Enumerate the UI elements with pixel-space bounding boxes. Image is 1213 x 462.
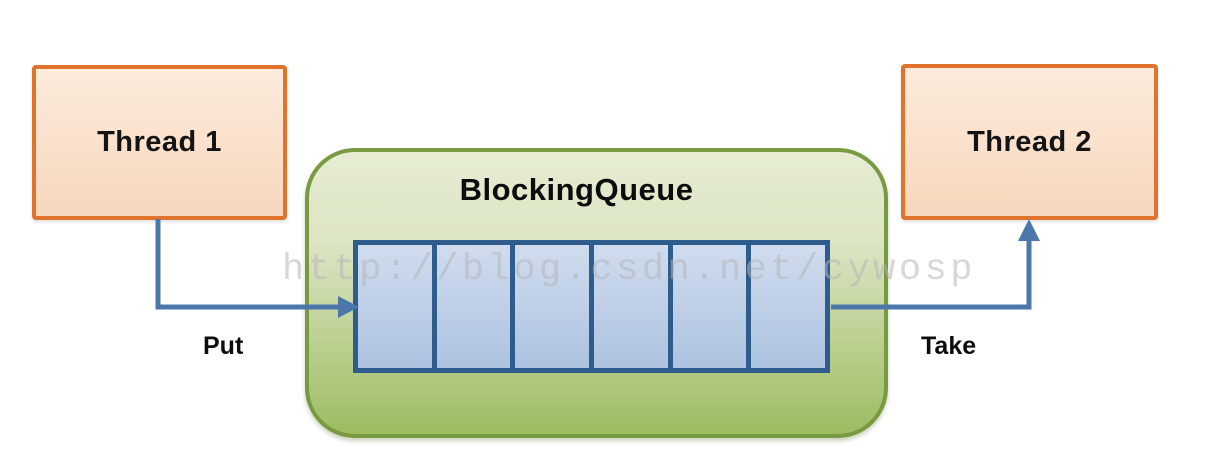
queue-cells: [353, 240, 830, 373]
blocking-queue-title: BlockingQueue: [459, 172, 694, 207]
thread1-label: Thread 1: [97, 126, 222, 158]
thread2-box: Thread 2: [901, 64, 1158, 220]
queue-cell: [436, 245, 511, 368]
queue-cell: [594, 245, 668, 368]
queue-cell: [751, 245, 826, 368]
put-label: Put: [203, 332, 244, 360]
take-label: Take: [921, 332, 977, 360]
queue-cell: [515, 245, 590, 368]
thread1-box: Thread 1: [32, 65, 287, 220]
blocking-queue-panel: BlockingQueue: [305, 148, 888, 438]
queue-cell: [672, 245, 747, 368]
thread2-label: Thread 2: [967, 125, 1092, 158]
queue-cell: [358, 245, 432, 368]
take-arrowhead-icon: [1018, 219, 1040, 241]
